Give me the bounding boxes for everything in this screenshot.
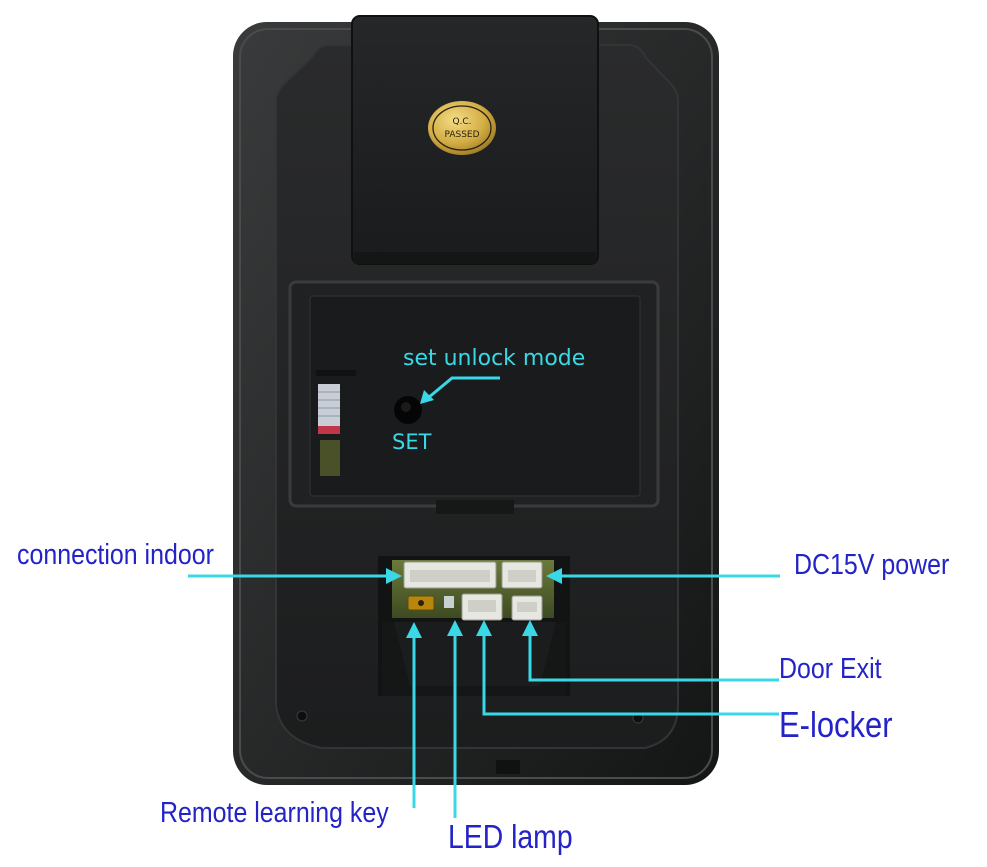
arrowhead-led-lamp <box>447 620 463 636</box>
ribbon-cable <box>316 370 356 476</box>
remote-learning-key-component <box>407 595 435 611</box>
callout-remote-learning-key: Remote learning key <box>160 797 389 829</box>
sticker-line2: PASSED <box>444 130 479 140</box>
callout-set-unlock-mode: set unlock mode <box>403 346 586 371</box>
led-lamp-component <box>444 596 454 608</box>
callout-line-set-unlock <box>427 376 500 400</box>
callout-line-e-locker <box>482 630 779 716</box>
set-compartment <box>288 280 660 514</box>
arrowhead-set <box>420 390 434 404</box>
set-button-label: SET <box>392 430 432 454</box>
connector-indoor <box>403 561 497 589</box>
connector-door-exit <box>511 595 543 621</box>
arrowhead-dc15v <box>546 568 562 584</box>
callout-e-locker: E-locker <box>779 704 893 745</box>
arrowhead-e-locker <box>476 620 492 636</box>
connector-power <box>501 561 543 589</box>
callout-line-door-exit <box>528 630 779 682</box>
qc-sticker: Q.C. PASSED <box>428 101 496 155</box>
sticker-line1: Q.C. <box>452 117 471 127</box>
callout-arrowheads <box>386 390 562 638</box>
arrowhead-door-exit <box>522 620 538 636</box>
callout-dc15v-power: DC15V power <box>794 549 950 581</box>
connector-elocker <box>461 593 503 621</box>
callout-led-lamp: LED lamp <box>448 818 573 855</box>
arrowhead-indoor <box>386 568 402 584</box>
arrowhead-remote-key <box>406 622 422 638</box>
callout-door-exit: Door Exit <box>779 653 882 685</box>
callout-connection-indoor: connection indoor <box>17 539 214 571</box>
callout-lines <box>188 376 780 818</box>
set-button <box>394 396 422 424</box>
